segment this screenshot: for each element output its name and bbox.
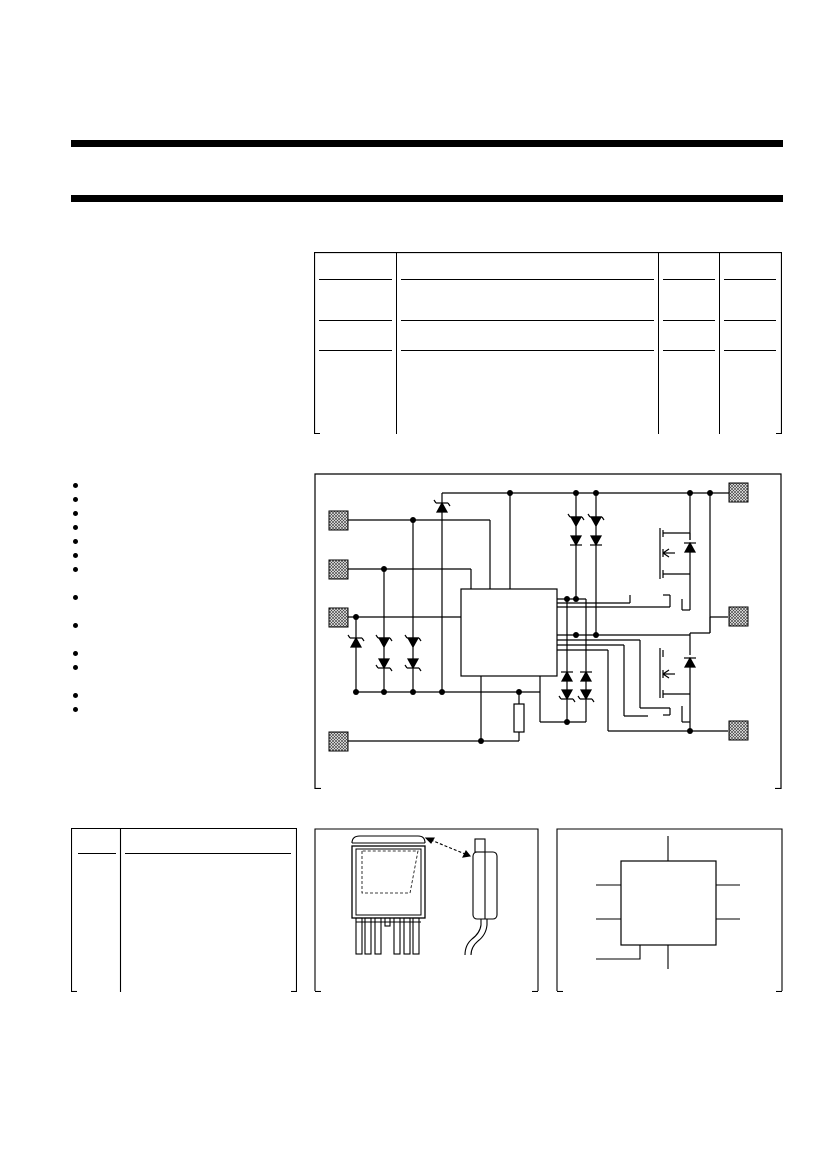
terminal-pad-left-3 xyxy=(328,607,349,628)
list-item xyxy=(73,497,78,502)
header-top-rule xyxy=(71,140,783,147)
terminal-pad-left-1 xyxy=(328,510,349,531)
list-item xyxy=(73,623,78,628)
terminal-pad-bottom-right xyxy=(728,720,749,741)
list-item xyxy=(73,483,78,488)
list-item xyxy=(73,707,78,712)
terminal-pad-right-middle xyxy=(728,606,749,627)
list-item xyxy=(73,567,78,572)
terminal-pad-left-2 xyxy=(328,559,349,580)
package-outline-drawing xyxy=(314,828,539,992)
package-outline xyxy=(314,828,539,992)
list-item xyxy=(73,595,78,600)
pinning-table xyxy=(71,828,297,992)
list-item xyxy=(73,525,78,530)
list-item xyxy=(73,539,78,544)
terminal-pad-top-right xyxy=(728,482,749,503)
list-item xyxy=(73,511,78,516)
features-list xyxy=(71,478,85,718)
pinning-table-frame xyxy=(71,828,297,992)
block-diagram xyxy=(314,473,782,789)
terminal-pad-left-4 xyxy=(328,731,349,752)
quick-reference-table-frame xyxy=(314,252,782,434)
list-item xyxy=(73,651,78,656)
list-item xyxy=(73,553,78,558)
list-item xyxy=(73,693,78,698)
header-bottom-rule xyxy=(71,195,783,202)
list-item xyxy=(73,665,78,670)
quick-reference-table xyxy=(314,252,782,434)
block-diagram-schematic xyxy=(314,473,782,789)
pin-configuration-symbol xyxy=(556,828,783,992)
pin-configuration xyxy=(556,828,783,992)
